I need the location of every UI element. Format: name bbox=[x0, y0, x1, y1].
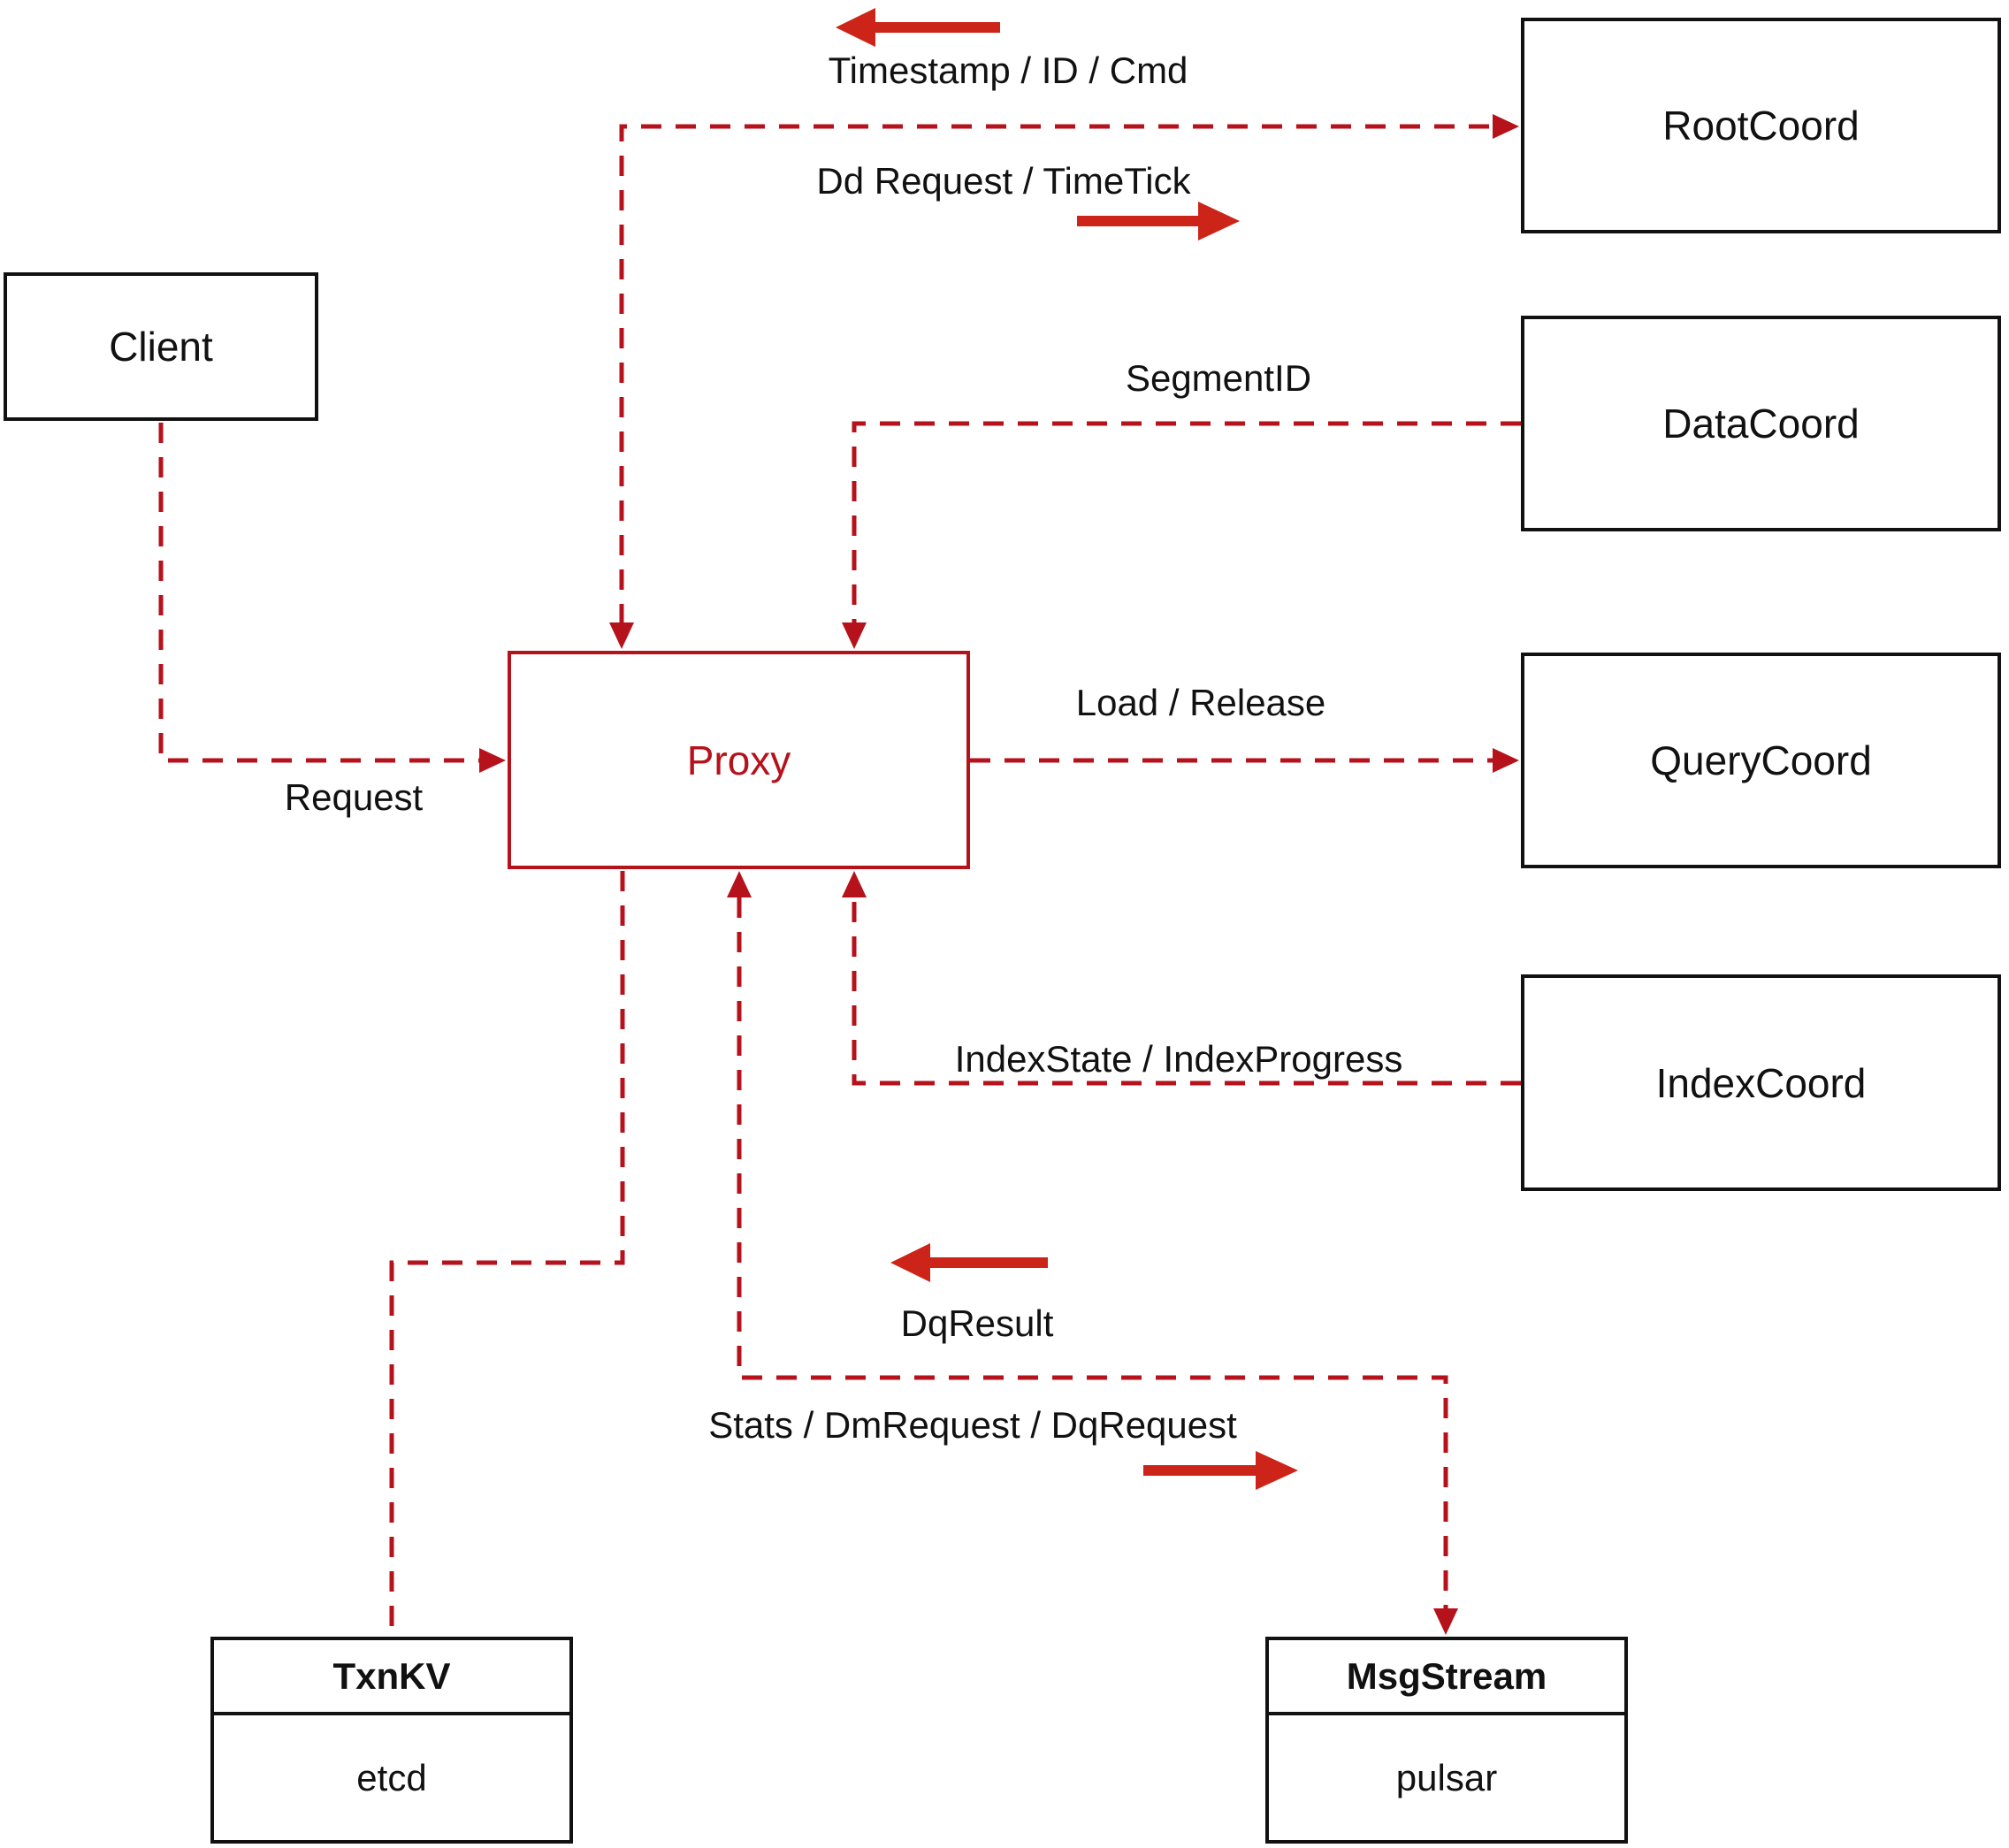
node-datacoord: DataCoord bbox=[1521, 316, 2001, 531]
edge-datacoord-proxy bbox=[852, 421, 1521, 622]
arrowhead-into-proxy-top-left bbox=[609, 622, 634, 649]
node-rootcoord-label: RootCoord bbox=[1662, 103, 1860, 149]
edge-label-timestamp: Timestamp / ID / Cmd bbox=[828, 50, 1188, 91]
arrowhead-into-rootcoord bbox=[1493, 114, 1519, 139]
node-msgstream-impl: pulsar bbox=[1395, 1756, 1498, 1798]
node-querycoord-label: QueryCoord bbox=[1650, 737, 1872, 783]
node-indexcoord: IndexCoord bbox=[1521, 974, 2001, 1191]
node-rootcoord: RootCoord bbox=[1521, 18, 2001, 233]
arrowhead-into-msgstream bbox=[1433, 1608, 1458, 1635]
node-msgstream: MsgStream pulsar bbox=[1265, 1637, 1628, 1844]
node-datacoord-label: DataCoord bbox=[1662, 401, 1860, 447]
node-client: Client bbox=[4, 272, 318, 421]
edge-label-dq-result: DqResult bbox=[900, 1302, 1054, 1344]
arrowhead-into-proxy-left bbox=[479, 748, 506, 773]
edge-label-dd-request: Dd Request / TimeTick bbox=[816, 160, 1191, 202]
node-indexcoord-label: IndexCoord bbox=[1655, 1059, 1867, 1106]
node-txnkv: TxnKV etcd bbox=[210, 1637, 573, 1844]
node-proxy: Proxy bbox=[508, 651, 970, 869]
edge-proxy-msgstream bbox=[737, 897, 1448, 1608]
node-txnkv-impl: etcd bbox=[356, 1756, 427, 1798]
node-client-label: Client bbox=[109, 324, 213, 370]
edge-proxy-txnkv bbox=[389, 871, 625, 1635]
edge-indexcoord-proxy bbox=[852, 897, 1521, 1086]
node-txnkv-title: TxnKV bbox=[214, 1640, 569, 1715]
arrowhead-into-querycoord bbox=[1493, 748, 1519, 773]
edge-label-stats: Stats / DmRequest / DqRequest bbox=[708, 1404, 1237, 1446]
right-arrow-ddrequest-icon bbox=[1077, 202, 1240, 241]
edge-label-load-release: Load / Release bbox=[1075, 682, 1326, 723]
arrowhead-into-proxy-top-right bbox=[842, 622, 867, 649]
node-proxy-label: Proxy bbox=[686, 737, 791, 783]
edge-label-segment-id: SegmentID bbox=[1125, 357, 1312, 399]
edge-label-index-state: IndexState / IndexProgress bbox=[954, 1038, 1403, 1080]
right-arrow-stats-icon bbox=[1143, 1451, 1298, 1490]
edge-label-request: Request bbox=[284, 776, 424, 818]
left-arrow-dqresult-icon bbox=[890, 1243, 1048, 1282]
edge-client-proxy bbox=[158, 423, 479, 763]
left-arrow-timestamp-icon bbox=[836, 8, 1000, 47]
edge-proxy-rootcoord bbox=[619, 124, 1493, 624]
node-querycoord: QueryCoord bbox=[1521, 653, 2001, 868]
node-msgstream-title: MsgStream bbox=[1269, 1640, 1624, 1715]
arrowhead-into-proxy-bottom-right bbox=[842, 871, 867, 897]
arrowhead-into-proxy-bottom-left bbox=[727, 871, 752, 897]
